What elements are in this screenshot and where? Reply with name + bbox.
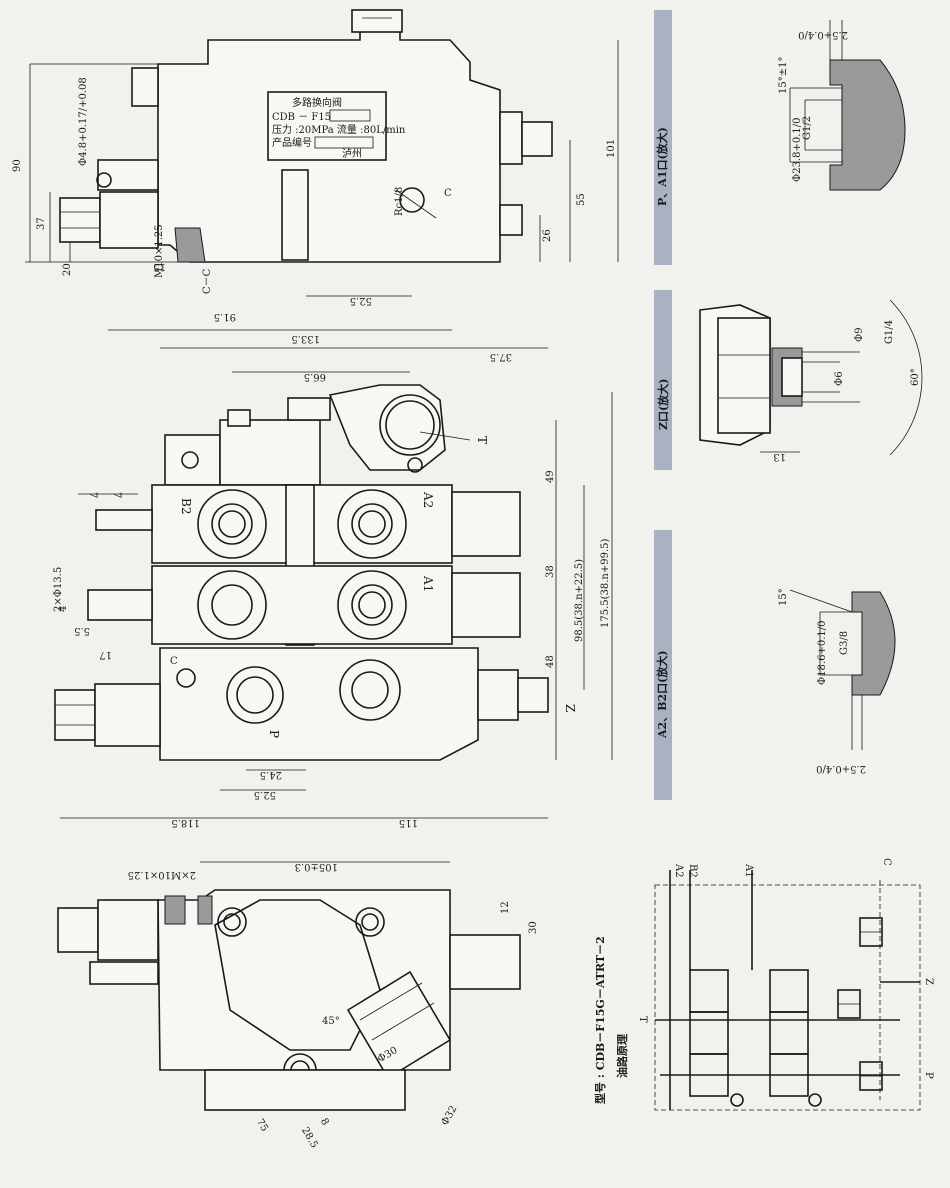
dim-91-5: 91.5 [214,311,236,322]
label-port-a1: A1 [421,575,435,592]
schem-label-p: P [923,1072,934,1079]
dim-48: 48 [545,655,556,668]
dim-4: 4 [58,606,69,612]
dim-105: 105±0.3 [295,861,338,872]
detail-p-a1: 2.5+0.4/0 15°±1° Φ23.8+0.1/0 G1/2 [778,20,906,191]
detail-z: Φ9 G1/4 Φ6 60° 13 [699,299,923,462]
label-port-c-front: C [170,656,178,667]
dim-2-m10: 2×M10×1.25 [128,869,196,880]
dim-2-phi13-5: 2×Φ13.5 [53,567,64,612]
label-thread-m10: M10×1.25 [154,224,165,278]
dim-phi32: Φ32 [440,1104,460,1128]
dim-49: 49 [545,470,556,483]
dim-p-15deg: 15°±1° [778,57,789,94]
dim-z-phi6: Φ6 [834,371,845,386]
label-port-z: Z [563,704,577,712]
dim-a2-2-5: 2.5+0.4/0 [816,763,866,774]
dim-5-5: 5.5 [74,625,90,636]
dim-26: 26 [542,229,553,242]
dim-p-phi23-8: Φ23.8+0.1/0 [792,118,803,182]
dim-52-5-top: 52.5 [350,295,372,306]
dim-98-5: 98.5(38.n+22.5) [574,559,585,642]
nameplate-pressure: 压力 :20MPa 流量 :80L/min [272,123,406,136]
detail-a2-b2: 15° Φ18.6+0.1/0 G3/8 2.5+0.4/0 [778,588,896,774]
dim-30: 30 [528,921,539,934]
schem-label-c: C [881,858,892,866]
label-port-a2: A2 [421,491,435,508]
caption-circuit: 油路原理 [615,1034,629,1078]
hydraulic-schematic: A2 B2 A1 C T Z P [637,858,934,1111]
top-view: 多路换向阀 CDB － F15 压力 :20MPa 流量 :80L/min 产品… [12,9,619,306]
nameplate-model: CDB － F15 [272,112,331,123]
dim-90: 90 [12,159,23,172]
schem-label-a2: A2 [673,863,684,878]
schem-label-z: Z [923,978,934,985]
dim-p-2-5: 2.5+0.4/0 [798,29,848,40]
label-port-c: C [444,188,452,199]
front-view: T B2 A2 A1 C P Z [53,311,613,828]
nameplate-maker: 泸州 [342,148,362,160]
dim-66-5: 66.5 [304,371,326,382]
title-detail-z: Z口(放大) [656,379,670,430]
dim-p-g12: G1/2 [802,116,813,140]
dim-a2-15deg: 15° [778,588,789,606]
dim-z-60deg: 60° [910,368,921,386]
label-port-b2: B2 [179,498,193,514]
dim-115: 115 [399,817,418,828]
dim-75: 75 [254,1117,270,1134]
title-detail-p-a1: P、A1口(放大) [655,127,669,206]
dim-a2-g38: G3/8 [839,631,850,655]
dim-38: 38 [545,565,556,578]
dim-a2-phi18-6: Φ18.6+0.1/0 [817,621,828,685]
dim-phi48: Φ4.8+0.17/+0.08 [78,77,89,166]
dim-133-5: 133.5 [291,333,320,344]
dim-24-5: 24.5 [260,769,282,780]
dim-55: 55 [576,193,587,206]
dim-37: 37 [36,217,47,230]
dim-101: 101 [606,139,617,158]
schem-label-b2: B2 [687,864,698,878]
title-detail-a2-b2: A2、B2口(放大) [655,650,669,739]
nameplate-serial: 产品编号 [272,136,312,149]
dim-z-13: 13 [773,451,786,462]
dim-175-5: 175.5(38.n+99.5) [600,538,611,628]
bottom-view: 105±0.3 2×M10×1.25 12 30 45° Φ30 Φ32 75 … [57,861,629,1150]
dim-52-5-front: 52.5 [254,789,276,800]
label-section-cc: C－C [202,268,213,294]
label-port-t: T [475,436,489,444]
dim-37-5: 37.5 [490,351,512,362]
dim-8: 8 [318,1117,331,1128]
caption-model: 型号 : CDB－F15G－ATRT－2 [593,936,607,1104]
dim-20: 20 [62,263,73,276]
label-port-p: P [267,730,281,738]
dim-28-5: 28.5 [299,1125,320,1150]
schem-label-a1: A1 [743,863,754,878]
dim-z-g14: G1/4 [884,320,895,344]
dim-12: 12 [500,901,511,914]
schem-label-t: T [637,1016,648,1023]
dim-7-right: 7 [111,492,122,498]
dim-17: 17 [99,649,112,660]
dim-z-phi9: Φ9 [854,327,865,342]
dim-7-left: 7 [87,492,98,498]
dim-15: 15 [153,261,166,272]
nameplate-title: 多路换向阀 [292,96,342,109]
dim-118-5: 118.5 [171,817,200,828]
dim-45deg: 45° [322,1016,340,1027]
label-rc18: Rc1/8 [394,187,405,216]
detail-banners: P、A1口(放大) Z口(放大) A2、B2口(放大) [654,10,672,800]
